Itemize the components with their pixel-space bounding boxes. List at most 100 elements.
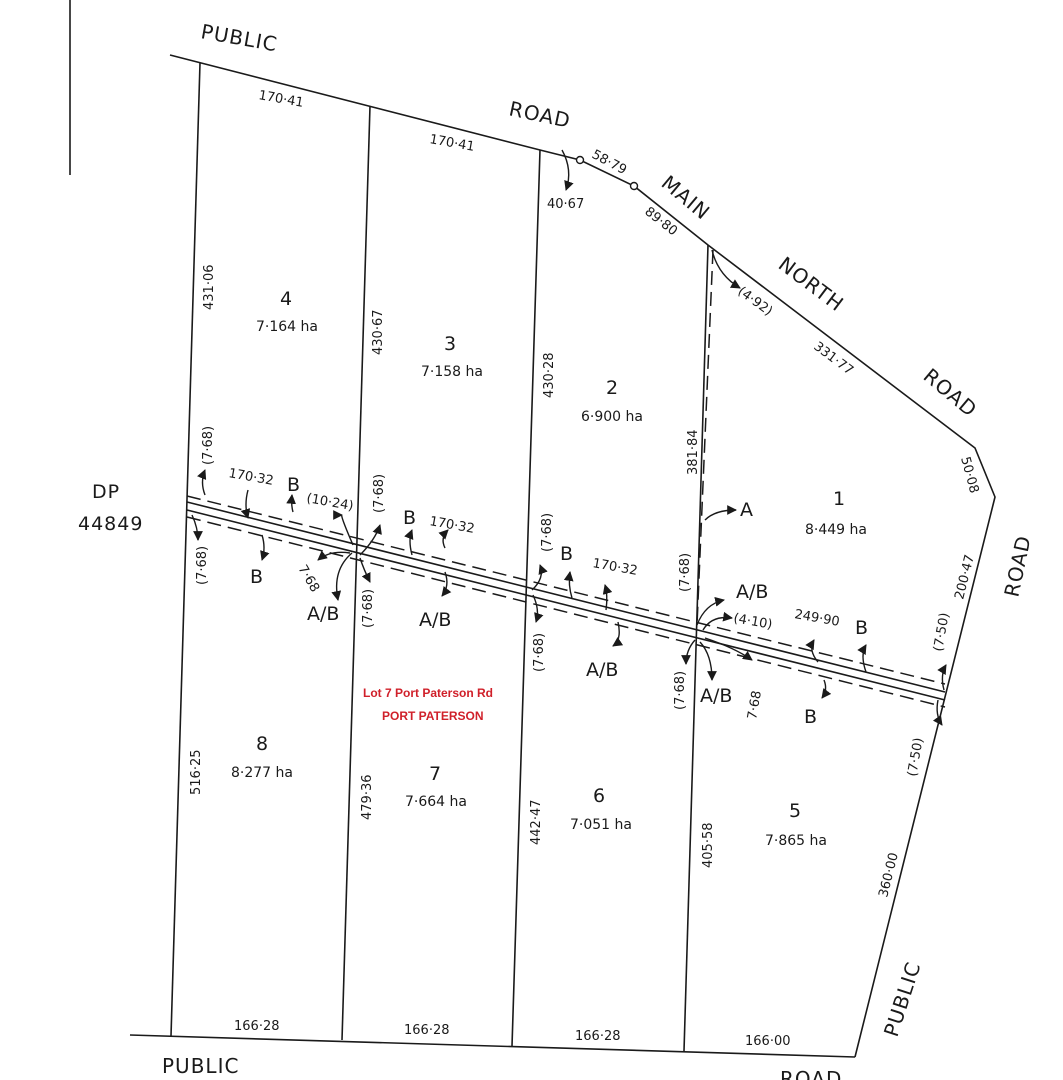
lot-number: 6: [593, 785, 605, 807]
arrow: [531, 564, 548, 591]
lot-area: 7·664 ha: [405, 794, 467, 810]
dimension-label: (4·10): [732, 611, 773, 633]
dimension-label: 170·41: [257, 88, 304, 111]
easement-label: A/B: [700, 685, 732, 707]
dimension-label: 166·28: [234, 1019, 280, 1034]
lot-number: 1: [833, 488, 845, 510]
arrow: [333, 510, 354, 546]
arrow: [197, 469, 207, 496]
easement-label: A: [740, 499, 753, 521]
easement-label: B: [287, 474, 300, 496]
easement-dashed-line: [186, 516, 946, 708]
dimension-label: 442·47: [529, 800, 544, 846]
arrow: [441, 571, 452, 597]
dimension-label: (7·68): [195, 546, 210, 585]
lot-area: 8·449 ha: [805, 522, 867, 538]
lot-area: 7·158 ha: [421, 364, 483, 380]
road-label-public-top: PUBLIC: [199, 19, 279, 56]
survey-mark: [629, 181, 639, 191]
bottom-road-boundary: [129, 1034, 856, 1058]
easement-label: A/B: [307, 603, 339, 625]
arrow: [561, 149, 574, 191]
lot-area: 6·900 ha: [581, 409, 643, 425]
easement-label: B: [560, 543, 573, 565]
lot-boundary-3-7: [341, 105, 371, 1041]
lot-area: 7·051 ha: [570, 817, 632, 833]
dimension-label: 479·36: [360, 775, 375, 821]
arrow: [702, 611, 733, 631]
lot-boundary-4-8: [170, 62, 201, 1037]
arrow: [699, 641, 717, 681]
easement-dashed-line: [186, 495, 946, 685]
arrow: [317, 550, 351, 561]
dimension-label: 200·47: [952, 553, 978, 601]
dp-number: 44849: [78, 513, 143, 535]
dimension-label: 170·41: [428, 132, 475, 155]
dimension-label: 360·00: [876, 851, 902, 899]
lot-area: 8·277 ha: [231, 765, 293, 781]
easement-label: B: [855, 617, 868, 639]
lot-area: 7·164 ha: [256, 319, 318, 335]
arrow: [696, 597, 725, 626]
arrow: [260, 534, 270, 561]
arrow: [805, 639, 819, 663]
dimension-label: (7·50): [905, 737, 927, 778]
easement-label: A/B: [736, 581, 768, 603]
dimension-label: (7·68): [678, 553, 693, 592]
easement-label: A/B: [419, 609, 451, 631]
lot-area: 7·865 ha: [765, 833, 827, 849]
survey-mark: [575, 155, 585, 165]
right-of-way-line: [186, 509, 946, 701]
lot-number: 2: [606, 377, 618, 399]
dimension-label: 430·28: [542, 353, 557, 399]
easement-label: B: [403, 507, 416, 529]
arrow: [404, 529, 414, 556]
arrow: [191, 514, 203, 541]
arrow: [602, 584, 613, 611]
arrow: [857, 644, 867, 673]
dimension-label: (4·92): [735, 284, 775, 319]
dimension-label: 430·67: [371, 310, 386, 356]
dimension-label: 381·84: [686, 430, 701, 476]
dimension-label: (7·68): [540, 513, 555, 552]
arrow: [711, 249, 741, 289]
dimension-label: 170·32: [591, 556, 638, 579]
dimension-label: (7·50): [931, 612, 953, 653]
dimension-label: 249·90: [793, 607, 840, 630]
arrow: [532, 594, 544, 623]
dimension-label: 170·32: [227, 466, 274, 489]
arrow: [681, 639, 696, 665]
address-line-1: Lot 7 Port Paterson Rd: [363, 686, 493, 700]
dimension-label: 166·00: [745, 1034, 791, 1049]
dimension-label: 7·68: [295, 563, 322, 596]
arrow: [359, 557, 371, 583]
road-label-north: NORTH: [774, 252, 849, 317]
top-road-boundary: [169, 54, 996, 1058]
lot-number: 5: [789, 800, 801, 822]
right-of-way-line: [186, 501, 946, 693]
dimension-label: 431·06: [202, 265, 217, 311]
dimension-label: 166·28: [404, 1023, 450, 1038]
dimension-label: 170·32: [428, 514, 475, 537]
dimension-label: 331·77: [811, 339, 856, 378]
dimension-label: 89·80: [642, 204, 681, 239]
dimension-label: 166·28: [575, 1029, 621, 1044]
dimension-label: 516·25: [189, 750, 204, 796]
dimension-label: 405·58: [701, 823, 716, 869]
road-label-road-far-right: ROAD: [999, 533, 1035, 599]
easement-label: A/B: [586, 659, 618, 681]
dp-prefix: DP: [92, 481, 120, 503]
lot-number: 7: [429, 763, 441, 785]
address-line-2: PORT PATERSON: [382, 709, 484, 723]
dimension-label: (10·24): [305, 491, 354, 514]
easement-label: B: [804, 706, 817, 728]
arrow: [932, 699, 943, 726]
lot-number: 8: [256, 733, 268, 755]
arrow: [612, 621, 624, 647]
arrow: [704, 505, 737, 521]
arrow: [563, 571, 574, 599]
lot-number: 4: [280, 288, 292, 310]
lot-number: 3: [444, 333, 456, 355]
dimension-label: 7·68: [745, 690, 765, 721]
